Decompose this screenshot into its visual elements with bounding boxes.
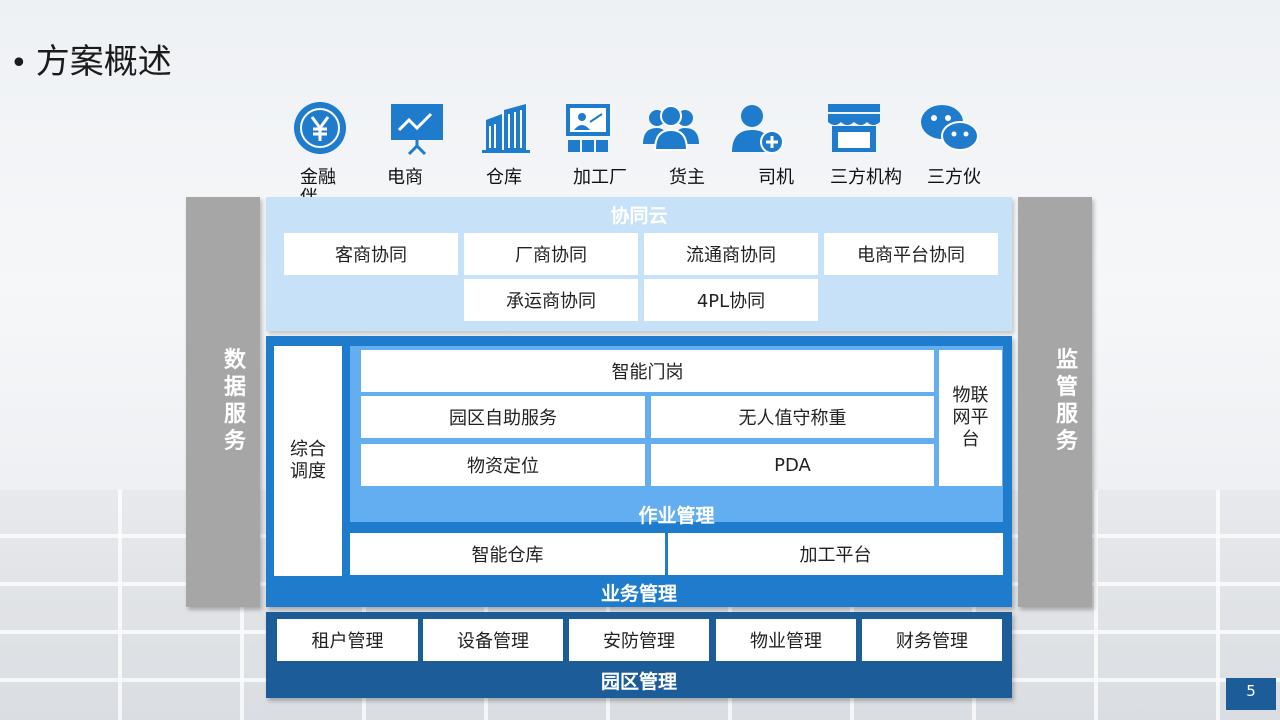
collab-item-ecommerce-platform: 电商平台协同: [824, 233, 998, 275]
collaboration-cloud-title: 协同云: [610, 205, 668, 227]
collab-item-carrier: 承运商协同: [464, 279, 638, 321]
ops-item-material-location: 物资定位: [361, 444, 645, 486]
data-services-label: 数据服务: [223, 348, 246, 454]
park-item-security: 安防管理: [569, 619, 709, 661]
role-label-warehouse: 仓库: [486, 167, 522, 188]
supervision-services-label: 监管服务: [1055, 348, 1078, 454]
park-item-equipment: 设备管理: [423, 619, 563, 661]
role-label-third-party-partner: 三方伙: [927, 167, 981, 188]
ops-item-unattended-weighing: 无人值守称重: [651, 396, 934, 438]
park-item-property: 物业管理: [716, 619, 856, 661]
yuan-coin-icon: [280, 100, 360, 156]
iot-platform-box: 物联网平台: [939, 350, 1002, 486]
group-people-icon: [631, 100, 711, 156]
business-management-section: 综合调度 智能门岗 园区自助服务 无人值守称重 物资定位 PDA 物联网平台 作…: [266, 336, 1012, 607]
role-label-factory: 加工厂: [573, 167, 627, 188]
role-label-driver: 司机: [758, 167, 794, 188]
slide-title: •方案概述: [10, 34, 172, 83]
page-number: 5: [1226, 678, 1276, 710]
park-management-section: 租户管理 设备管理 安防管理 物业管理 财务管理 园区管理: [266, 612, 1012, 698]
factory-monitor-icon: [548, 100, 628, 156]
storefront-icon: [814, 100, 894, 156]
collab-item-distributor: 流通商协同: [644, 233, 818, 275]
business-management-title: 业务管理: [600, 583, 677, 605]
ops-item-pda: PDA: [651, 444, 934, 486]
role-label-third-party-org: 三方机构: [830, 167, 902, 188]
ops-item-smart-gate: 智能门岗: [361, 350, 934, 392]
dispatch-box: 综合调度: [274, 346, 342, 576]
collab-item-manufacturer: 厂商协同: [464, 233, 638, 275]
biz-item-smart-warehouse: 智能仓库: [350, 533, 665, 575]
collaboration-cloud-section: 协同云 客商协同 厂商协同 流通商协同 电商平台协同 承运商协同 4PL协同: [266, 197, 1012, 331]
warehouse-building-icon: [466, 100, 546, 156]
data-services-panel: 数据服务: [186, 197, 260, 607]
park-management-title: 园区管理: [600, 671, 677, 693]
biz-item-processing-platform: 加工平台: [668, 533, 1003, 575]
title-text: 方案概述: [35, 42, 172, 82]
collab-item-4pl: 4PL协同: [644, 279, 818, 321]
park-item-tenant: 租户管理: [277, 619, 418, 661]
supervision-services-panel: 监管服务: [1018, 197, 1092, 607]
presentation-board-icon: [377, 100, 457, 156]
park-item-finance: 财务管理: [862, 619, 1002, 661]
title-bullet: •: [10, 46, 28, 81]
operations-management-section: 智能门岗 园区自助服务 无人值守称重 物资定位 PDA 物联网平台 作业管理: [350, 346, 1003, 527]
add-person-icon: [718, 100, 798, 156]
collab-item-customer: 客商协同: [284, 233, 458, 275]
role-label-ecommerce: 电商: [387, 167, 423, 188]
wechat-icon: [910, 100, 990, 156]
role-label-owner: 货主: [669, 167, 705, 188]
ops-item-self-service: 园区自助服务: [361, 396, 645, 438]
operations-management-title: 作业管理: [638, 505, 715, 527]
